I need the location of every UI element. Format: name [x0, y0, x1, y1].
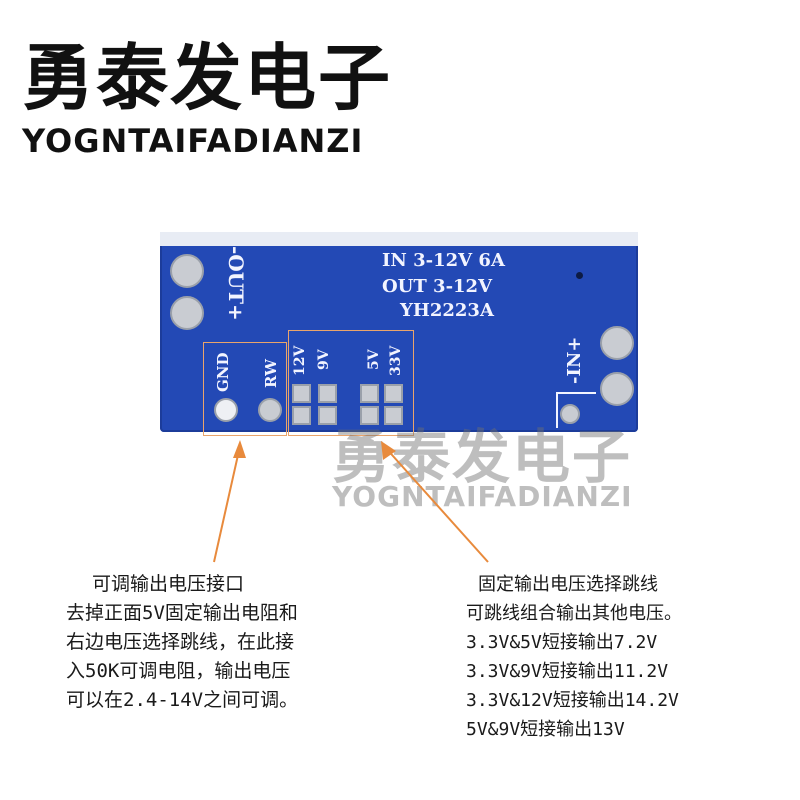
via-dot: [576, 272, 583, 279]
out-terminal-pad: [170, 296, 204, 330]
in-terminal-pad: [600, 372, 634, 406]
right-note-line: 可跳线组合输出其他电压。: [466, 603, 682, 624]
jumper-pad-33v: [384, 384, 403, 403]
spec-output: OUT 3-12V: [382, 276, 493, 297]
jumper-pad-5v: [360, 384, 379, 403]
jumper-pad-9v: [318, 406, 337, 425]
adjustable-output-highlight: [203, 342, 287, 436]
right-note-line: 3.3V&9V短接输出11.2V: [466, 661, 669, 682]
jumper-pad-5v: [360, 406, 379, 425]
arrow-left-head: [233, 440, 246, 458]
pcb-board: -OUT+ IN 3-12V 6A OUT 3-12V YH2223A GND …: [160, 232, 638, 432]
jumper-highlight: [288, 330, 414, 436]
right-note-line: 5V&9V短接输出13V: [466, 719, 625, 740]
jumper-pad-12v: [292, 384, 311, 403]
arrow-right-head: [381, 441, 396, 460]
left-note-line: 可以在2.4-14V之间可调。: [66, 689, 299, 711]
silk-outline: [556, 392, 596, 394]
left-note: 可调输出电压接口 去掉正面5V固定输出电阻和 右边电压选择跳线，在此接 入50K…: [66, 570, 298, 715]
silk-outline: [556, 392, 558, 428]
arrow-right-line: [383, 445, 489, 563]
out-terminal-pad: [170, 254, 204, 288]
left-note-line: 右边电压选择跳线，在此接: [66, 631, 295, 653]
watermark-chinese: 勇泰发电子: [332, 423, 633, 491]
in-small-pad: [560, 404, 580, 424]
left-note-line: 可调输出电压接口: [92, 573, 245, 595]
rw-pad: [258, 398, 282, 422]
gnd-pad: [214, 398, 238, 422]
jumper-pad-12v: [292, 406, 311, 425]
model-number: YH2223A: [400, 300, 494, 321]
jumper-pad-9v: [318, 384, 337, 403]
spec-input: IN 3-12V 6A: [382, 250, 505, 271]
right-note-line: 3.3V&12V短接输出14.2V: [466, 690, 679, 711]
brand-name-chinese: 勇泰发电子: [22, 36, 393, 120]
jumper-pad-33v: [384, 406, 403, 425]
right-note-line: 固定输出电压选择跳线: [478, 574, 658, 595]
watermark-english: YOGNTAIFADIANZI: [332, 480, 633, 513]
in-terminal-pad: [600, 326, 634, 360]
right-note: 固定输出电压选择跳线 可跳线组合输出其他电压。 3.3V&5V短接输出7.2V …: [466, 570, 682, 744]
arrow-left-line: [213, 445, 241, 563]
brand-name-english: YOGNTAIFADIANZI: [22, 122, 364, 160]
right-note-line: 3.3V&5V短接输出7.2V: [466, 632, 658, 653]
pcb-edge-strip: [160, 232, 638, 246]
left-note-line: 入50K可调电阻，输出电压: [66, 660, 291, 682]
left-note-line: 去掉正面5V固定输出电阻和: [66, 602, 298, 624]
